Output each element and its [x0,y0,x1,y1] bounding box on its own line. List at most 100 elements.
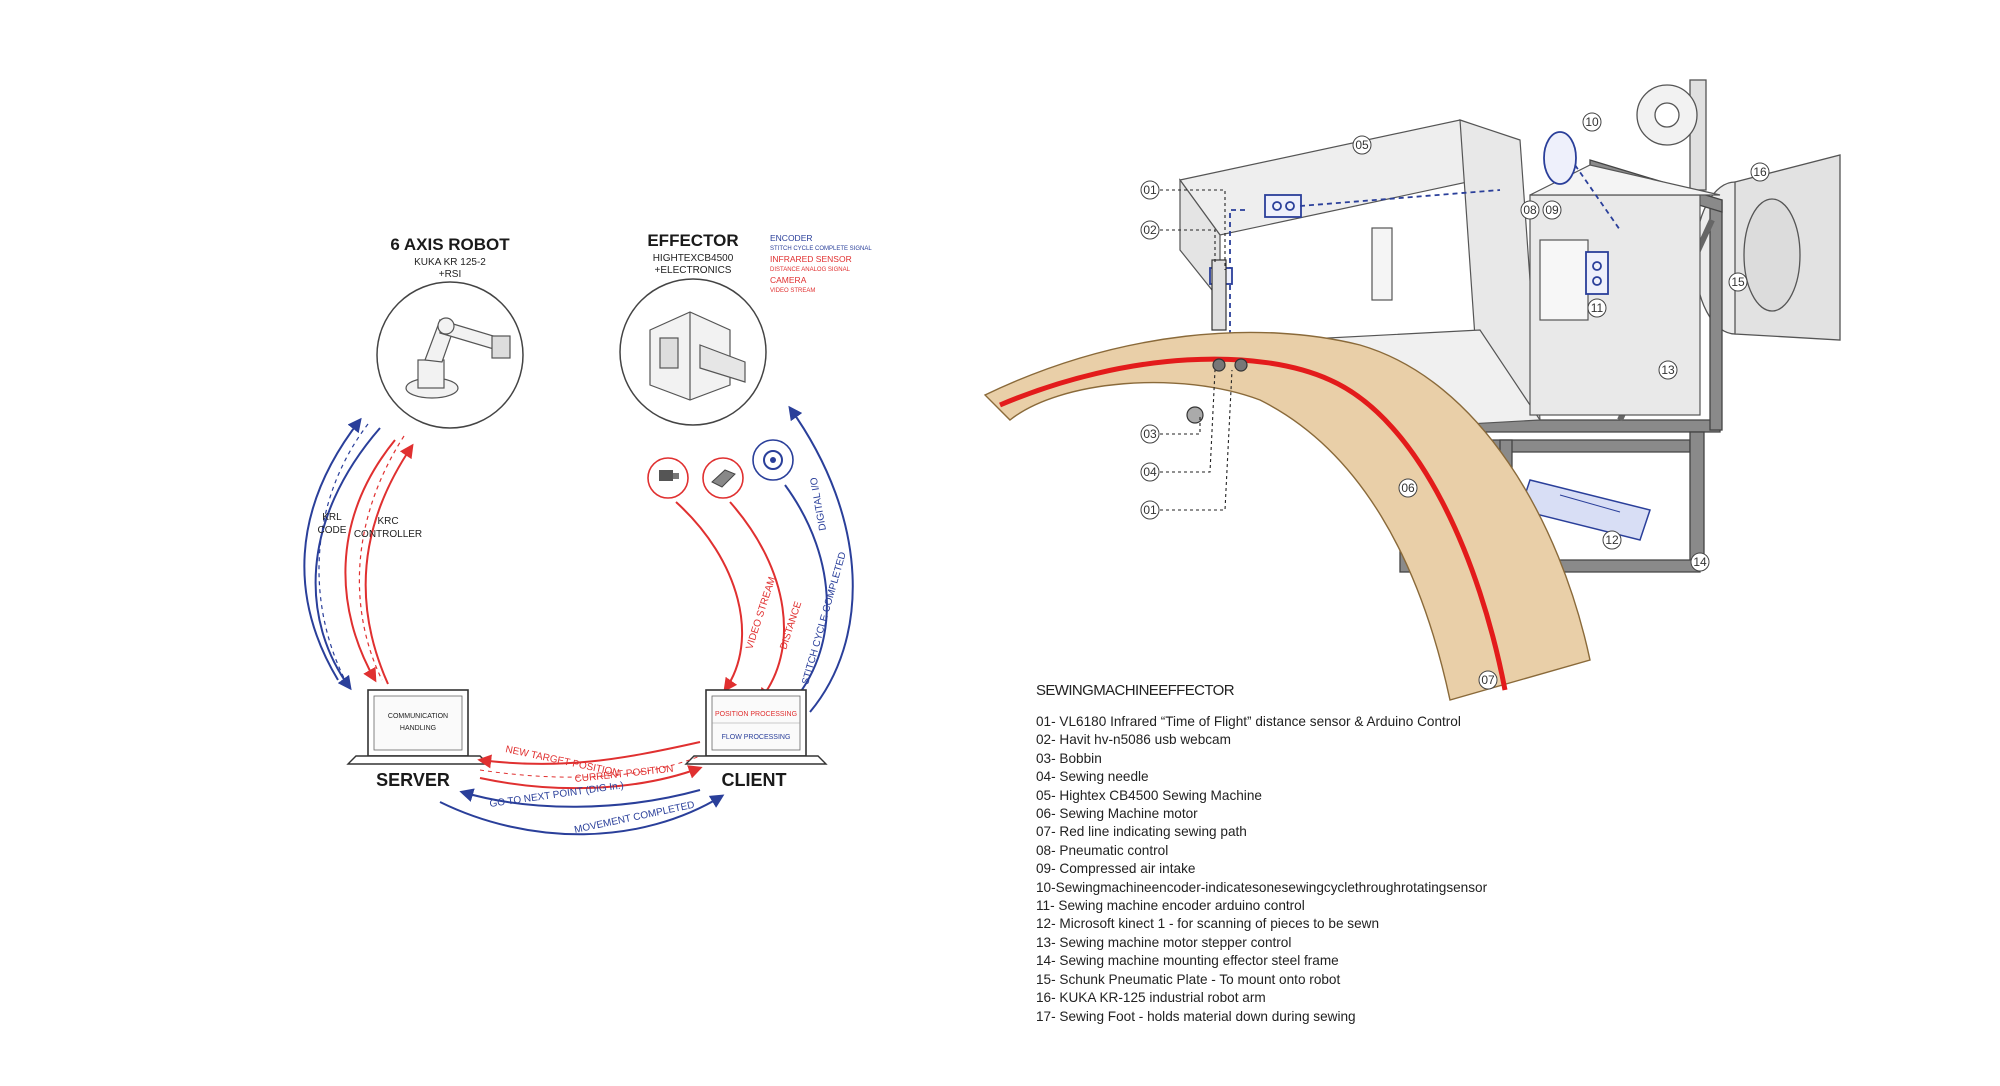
svg-text:13: 13 [1661,363,1675,377]
legend-item: 04- Sewing needle [1036,769,1149,785]
svg-text:12: 12 [1605,533,1619,547]
effector-illustration [619,278,767,426]
krl-code-arrow [314,427,381,691]
legend-item: 08- Pneumatic control [1036,842,1169,858]
legend-item: 15- Schunk Pneumatic Plate - To mount on… [1036,971,1341,987]
krc-controller-arrow [344,439,396,683]
sensor-encoder-name: ENCODER [770,233,813,243]
callout-01-top: 01 [1140,180,1160,200]
callout-08: 08 [1520,200,1540,220]
robot-option: +RSI [439,269,462,280]
client-screen-line2: FLOW PROCESSING [722,734,791,741]
legend-item: 11- Sewing machine encoder arduino contr… [1036,898,1305,914]
callout-14: 14 [1690,552,1710,572]
legend-heading: SEWINGMACHINEEFFECTOR [1036,682,1235,699]
svg-text:10: 10 [1585,115,1599,129]
legend-item: 14- Sewing machine mounting effector ste… [1036,953,1339,969]
svg-text:11: 11 [1591,301,1604,315]
new-target-arrow [477,741,701,769]
legend-item: 03- Bobbin [1036,750,1102,766]
communication-diagram: 6 AXIS ROBOT KUKA KR 125-2 +RSI EFFECTOR… [303,231,872,836]
server-screen-line1: COMMUNICATION [388,713,448,720]
needle-assembly [1186,259,1248,424]
effector-option: +ELECTRONICS [655,265,732,276]
legend-item: 10-Sewingmachineencoder-indicatesonesewi… [1036,879,1488,895]
callout-02: 02 [1140,220,1160,240]
robot-illustration [376,281,524,429]
controller-label: CONTROLLER [354,529,422,540]
callout-leaders [1160,189,1233,511]
callout-01-bottom: 01 [1140,500,1160,520]
client-laptop: POSITION PROCESSING FLOW PROCESSING [684,689,828,765]
code-label: CODE [318,525,347,536]
video-stream-arrow [675,501,744,693]
legend-item: 09- Compressed air intake [1036,861,1196,877]
distance-arrow [729,501,785,703]
callout-05: 05 [1352,135,1372,155]
callout-03: 03 [1140,424,1160,444]
fabric-material [983,331,1591,701]
svg-text:07: 07 [1481,673,1495,687]
robot-model: KUKA KR 125-2 [414,257,486,268]
legend-item: 07- Red line indicating sewing path [1036,824,1247,840]
legend-item: 12- Microsoft kinect 1 - for scanning of… [1036,916,1380,932]
callout-11: 11 [1587,298,1607,318]
client-screen-line1: POSITION PROCESSING [715,711,797,718]
effector-title: EFFECTOR [647,231,738,250]
krc-return-arrow [364,443,414,685]
callout-12: 12 [1602,530,1622,550]
robot-title: 6 AXIS ROBOT [390,235,510,254]
camera-sensor-circle [647,457,689,499]
callout-07: 07 [1478,670,1498,690]
svg-text:03: 03 [1143,427,1157,441]
callout-06: 06 [1398,478,1418,498]
infrared-sensor-circle [702,457,744,499]
sewing-effector-illustration: 01 02 03 04 01 05 06 07 08 09 10 11 12 1… [983,79,1841,701]
sensor-infrared-name: INFRARED SENSOR [770,254,852,264]
svg-text:01: 01 [1143,183,1157,197]
movement-completed-arrow [439,794,725,836]
svg-text:05: 05 [1355,138,1369,152]
effector-model: HIGHTEXCB4500 [653,253,734,264]
svg-text:08: 08 [1523,203,1537,217]
callout-16: 16 [1750,162,1770,182]
legend-list: 01- VL6180 Infrared “Time of Flight” dis… [1036,713,1596,1026]
svg-text:02: 02 [1143,223,1157,237]
krl-label: KRL [322,512,342,523]
krc-label: KRC [377,516,398,527]
legend-item: 01- VL6180 Infrared “Time of Flight” dis… [1036,714,1461,729]
legend-item: 05- Hightex CB4500 Sewing Machine [1036,787,1262,803]
krl-return-arrow [303,417,362,681]
sensor-legend: ENCODER STITCH CYCLE COMPLETE SIGNAL INF… [770,233,872,294]
legend-item: 02- Havit hv-n5086 usb webcam [1036,732,1231,748]
legend-item: 06- Sewing Machine motor [1036,806,1198,822]
callout-13: 13 [1658,360,1678,380]
svg-text:06: 06 [1401,481,1415,495]
callout-15: 15 [1728,272,1748,292]
client-label: CLIENT [722,770,787,790]
callout-09: 09 [1542,200,1562,220]
server-screen-line2: HANDLING [400,725,436,732]
svg-text:15: 15 [1731,275,1745,289]
stitch-cycle-arrow [784,484,828,708]
sensor-camera-desc: VIDEO STREAM [770,288,815,294]
callout-10: 10 [1582,112,1602,132]
svg-text:16: 16 [1753,165,1767,179]
server-laptop: COMMUNICATION HANDLING [346,689,490,765]
video-stream-label: VIDEO STREAM [744,576,778,651]
sensor-camera-name: CAMERA [770,275,807,285]
legend-item: 16- KUKA KR-125 industrial robot arm [1036,990,1266,1006]
callout-04: 04 [1140,462,1160,482]
go-next-arrow [459,788,701,808]
digital-io-label: DIGITAL I/O [809,476,829,531]
svg-text:09: 09 [1545,203,1559,217]
sensor-encoder-desc: STITCH CYCLE COMPLETE SIGNAL [770,246,872,252]
legend-item: 17- Sewing Foot - holds material down du… [1036,1008,1356,1024]
server-label: SERVER [376,770,450,790]
sensor-infrared-desc: DISTANCE ANALOG SIGNAL [770,267,851,273]
legend-item: 13- Sewing machine motor stepper control [1036,934,1292,950]
svg-text:14: 14 [1693,555,1707,569]
svg-text:04: 04 [1143,465,1157,479]
